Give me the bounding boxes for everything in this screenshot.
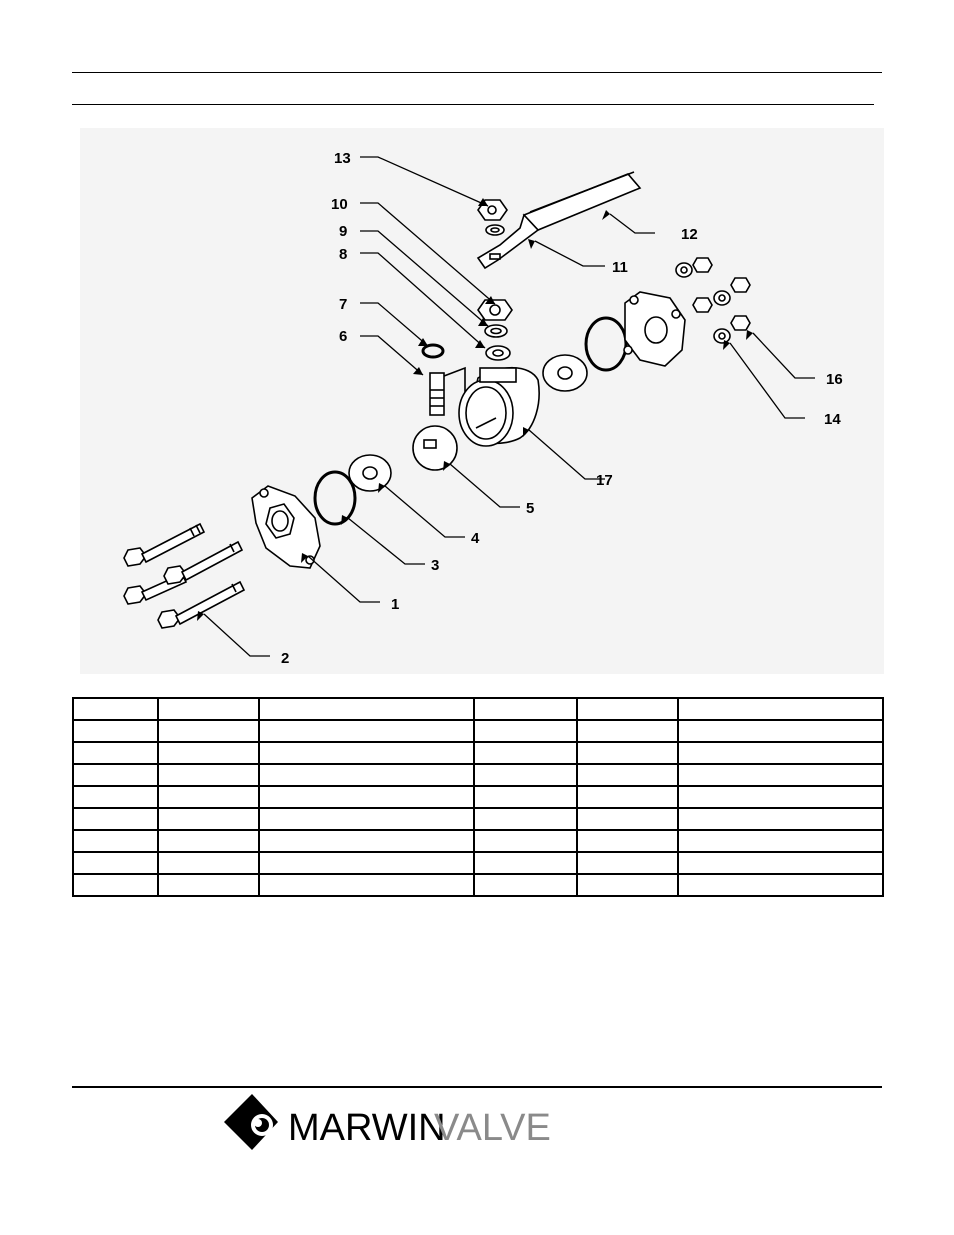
table-cell bbox=[258, 719, 475, 743]
table-cell bbox=[677, 807, 884, 831]
table-cell bbox=[473, 741, 578, 765]
callout-17: 17 bbox=[596, 472, 613, 489]
table-cell bbox=[473, 807, 578, 831]
table-cell bbox=[576, 873, 679, 897]
table-cell bbox=[576, 719, 679, 743]
callout-11: 11 bbox=[612, 259, 628, 276]
table-cell bbox=[576, 697, 679, 721]
table-cell bbox=[258, 851, 475, 875]
table-row bbox=[72, 829, 884, 853]
table-cell bbox=[473, 763, 578, 787]
table-cell bbox=[576, 851, 679, 875]
handle-body bbox=[476, 213, 540, 270]
callout-5: 5 bbox=[526, 500, 534, 517]
packing-nut bbox=[477, 299, 513, 321]
table-cell bbox=[258, 741, 475, 765]
callout-14: 14 bbox=[824, 411, 841, 428]
exploded-valve-diagram: 13 10 9 8 7 6 12 11 16 14 17 5 4 3 1 2 bbox=[80, 128, 884, 674]
table-row bbox=[72, 697, 884, 721]
end-cap-right bbox=[623, 291, 686, 367]
table-row bbox=[72, 741, 884, 765]
callout-8: 8 bbox=[339, 246, 347, 263]
table-cell bbox=[576, 807, 679, 831]
table-cell bbox=[157, 697, 260, 721]
table-cell bbox=[157, 873, 260, 897]
table-cell bbox=[72, 697, 159, 721]
table-cell bbox=[677, 851, 884, 875]
table-cell bbox=[157, 829, 260, 853]
callout-1: 1 bbox=[391, 596, 399, 613]
table-cell bbox=[157, 851, 260, 875]
table-cell bbox=[72, 851, 159, 875]
table-cell bbox=[157, 785, 260, 809]
table-cell bbox=[473, 785, 578, 809]
callout-16: 16 bbox=[826, 371, 843, 388]
table-cell bbox=[473, 697, 578, 721]
table-cell bbox=[576, 763, 679, 787]
table-cell bbox=[677, 719, 884, 743]
table-cell bbox=[258, 807, 475, 831]
table-cell bbox=[677, 741, 884, 765]
table-row bbox=[72, 719, 884, 743]
valve-ball bbox=[412, 425, 458, 471]
table-cell bbox=[576, 829, 679, 853]
table-cell bbox=[677, 697, 884, 721]
callout-9: 9 bbox=[339, 223, 347, 240]
table-cell bbox=[473, 873, 578, 897]
callout-13: 13 bbox=[334, 150, 351, 167]
callout-3: 3 bbox=[431, 557, 439, 574]
callout-6: 6 bbox=[339, 328, 347, 345]
table-row bbox=[72, 763, 884, 787]
valve-stem bbox=[429, 366, 466, 416]
nuts-washers bbox=[675, 257, 751, 344]
table-cell bbox=[258, 785, 475, 809]
table-cell bbox=[677, 873, 884, 897]
table-cell bbox=[72, 763, 159, 787]
table-cell bbox=[72, 719, 159, 743]
header-rule-top bbox=[72, 72, 882, 73]
logo-word-valve: VALVE bbox=[434, 1107, 551, 1149]
callout-2: 2 bbox=[281, 650, 289, 667]
table-cell bbox=[677, 785, 884, 809]
table-cell bbox=[258, 829, 475, 853]
table-cell bbox=[72, 741, 159, 765]
table-cell bbox=[258, 873, 475, 897]
table-cell bbox=[157, 719, 260, 743]
logo-word-marwin: MARWIN bbox=[288, 1107, 446, 1149]
callout-4: 4 bbox=[471, 530, 480, 547]
gaskets bbox=[313, 316, 628, 526]
table-cell bbox=[157, 807, 260, 831]
table-cell bbox=[473, 829, 578, 853]
table-cell bbox=[576, 741, 679, 765]
table-row bbox=[72, 851, 884, 875]
table-cell bbox=[72, 873, 159, 897]
table-cell bbox=[72, 807, 159, 831]
bolts bbox=[123, 522, 246, 629]
table-cell bbox=[576, 785, 679, 809]
end-cap-left bbox=[251, 485, 321, 569]
valve-body bbox=[458, 367, 540, 447]
table-row bbox=[72, 807, 884, 831]
valve-seats bbox=[348, 354, 588, 492]
table-cell bbox=[72, 785, 159, 809]
table-cell bbox=[473, 719, 578, 743]
table-cell bbox=[157, 741, 260, 765]
stem-washers bbox=[484, 324, 511, 361]
footer-rule bbox=[72, 1086, 882, 1088]
table-cell bbox=[677, 763, 884, 787]
table-cell bbox=[157, 763, 260, 787]
table-cell bbox=[258, 763, 475, 787]
header-rule-sub bbox=[72, 104, 874, 105]
table-cell bbox=[258, 697, 475, 721]
table-row bbox=[72, 873, 884, 897]
marwin-valve-logo: MARWIN VALVE bbox=[222, 1092, 562, 1156]
callout-7: 7 bbox=[339, 296, 347, 313]
callout-10: 10 bbox=[331, 196, 348, 213]
parts-table bbox=[72, 697, 884, 897]
callout-12: 12 bbox=[681, 226, 698, 243]
table-row bbox=[72, 785, 884, 809]
table-cell bbox=[677, 829, 884, 853]
table-cell bbox=[72, 829, 159, 853]
table-cell bbox=[473, 851, 578, 875]
